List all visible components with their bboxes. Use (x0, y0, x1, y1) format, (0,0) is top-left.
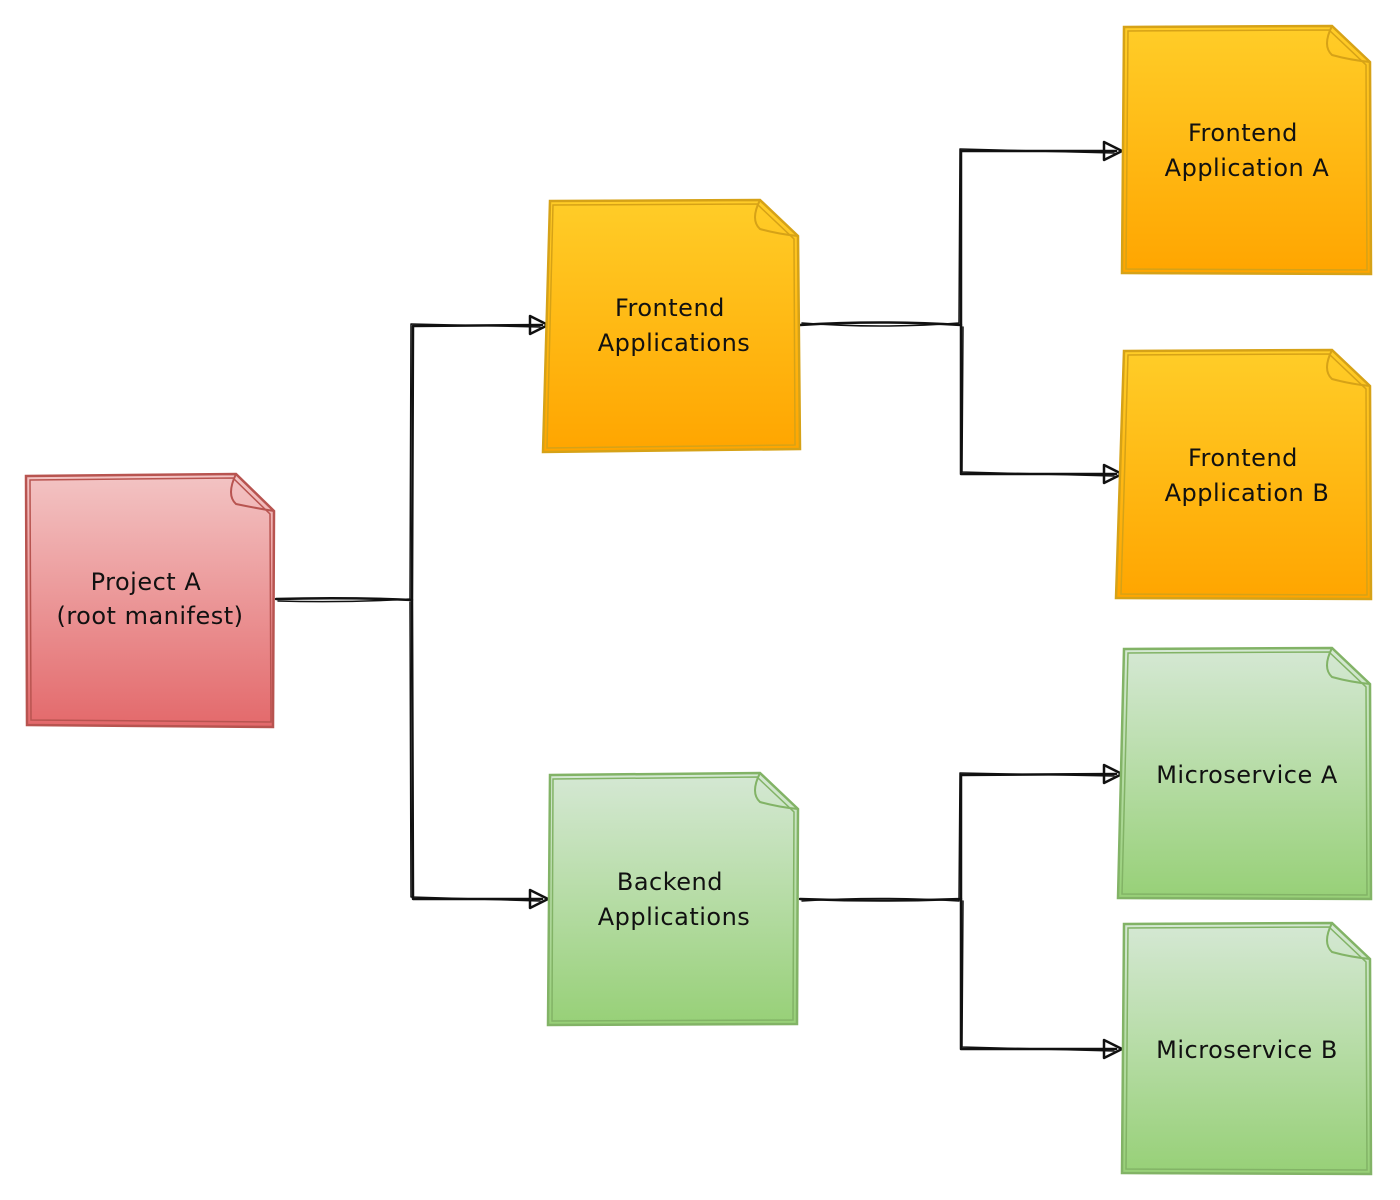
edge-frontend-to-app-b-sketch (961, 326, 1115, 477)
arrowhead-microservice-b (1102, 1038, 1124, 1060)
note-sketch-outline (1121, 651, 1368, 896)
svg-text:Backend Applications: Backend Applications (598, 868, 751, 931)
note-sketch-outline (1120, 353, 1368, 596)
note-sketch-outline (546, 203, 796, 449)
edge-frontend-to-app-b (959, 323, 1118, 476)
note-body (1120, 24, 1373, 276)
note-fold (1326, 349, 1371, 387)
node-title-line1: Frontend (1188, 444, 1298, 472)
note-sketch-outline (1125, 926, 1368, 1171)
node-title-line1: Project A (91, 568, 202, 596)
note-fold (1326, 25, 1371, 63)
note-project-a[interactable]: Project A (root manifest) (24, 472, 276, 729)
edge-backend-to-ms-a-sketch (801, 772, 1115, 902)
edge-backend-to-ms-b (959, 897, 1118, 1051)
node-title-line1: Backend (617, 868, 723, 896)
svg-text:Project A (root manifest: Project A (root manifest) (56, 568, 243, 630)
note-fold (754, 199, 799, 237)
note-fold (754, 772, 799, 810)
edge-root-to-backend (410, 598, 544, 901)
note-body (1114, 348, 1373, 601)
note-backend-applications[interactable]: Backend Applications (546, 771, 800, 1027)
edge-root-to-backend-sketch (409, 601, 541, 902)
note-fold (1326, 647, 1371, 685)
note-microservice-a[interactable]: Microservice A (1116, 646, 1373, 901)
node-title-line2: Applications (598, 903, 751, 931)
svg-text:Microservice A: Microservice A (1156, 761, 1338, 789)
note-body (546, 771, 800, 1027)
note-fold (230, 473, 275, 512)
edge-root-to-frontend-sketch (277, 323, 541, 603)
note-sketch-outline (551, 776, 795, 1022)
svg-text:Microservice B: Microservice B (1156, 1036, 1338, 1064)
note-body (1120, 921, 1373, 1176)
arrowhead-frontend-app-b (1102, 463, 1124, 485)
arrowhead-frontend-group (528, 314, 550, 336)
connectors (274, 140, 1124, 1060)
note-frontend-applications[interactable]: Frontend Applications (541, 198, 802, 454)
node-title-line2: Applications (598, 329, 751, 357)
edge-frontend-to-app-a-sketch (801, 148, 1115, 327)
edge-backend-to-ms-b-sketch (961, 900, 1115, 1052)
arrowhead-backend-group (528, 888, 550, 910)
note-frontend-application-a[interactable]: Frontend Application A (1120, 24, 1373, 276)
arrowhead-frontend-app-a (1102, 140, 1124, 162)
node-title-line1: Frontend (615, 294, 725, 322)
node-title-line2: Application B (1165, 479, 1330, 507)
note-body (541, 198, 802, 454)
arrowhead-microservice-a (1102, 763, 1124, 785)
node-title-line1: Microservice A (1156, 761, 1338, 789)
node-title-line1: Microservice B (1156, 1036, 1338, 1064)
note-sketch-outline (1125, 29, 1368, 271)
node-title-line2: (root manifest) (56, 602, 243, 630)
note-body (24, 472, 276, 729)
note-body (1116, 646, 1373, 901)
note-frontend-application-b[interactable]: Frontend Application B (1114, 348, 1373, 601)
node-title-line1: Frontend (1188, 119, 1298, 147)
svg-text:Frontend Application B: Frontend Application B (1165, 444, 1330, 507)
note-microservice-b[interactable]: Microservice B (1120, 921, 1373, 1176)
note-fold (1326, 922, 1371, 960)
node-title-line2: Application A (1165, 154, 1330, 182)
svg-text:Frontend Application A: Frontend Application A (1165, 119, 1330, 182)
edge-backend-to-ms-a (798, 772, 1118, 902)
svg-text:Frontend Applications: Frontend Applications (598, 294, 751, 357)
note-sketch-outline (29, 477, 272, 723)
edge-frontend-to-app-a (798, 149, 1118, 327)
edge-root-to-frontend (274, 323, 544, 602)
